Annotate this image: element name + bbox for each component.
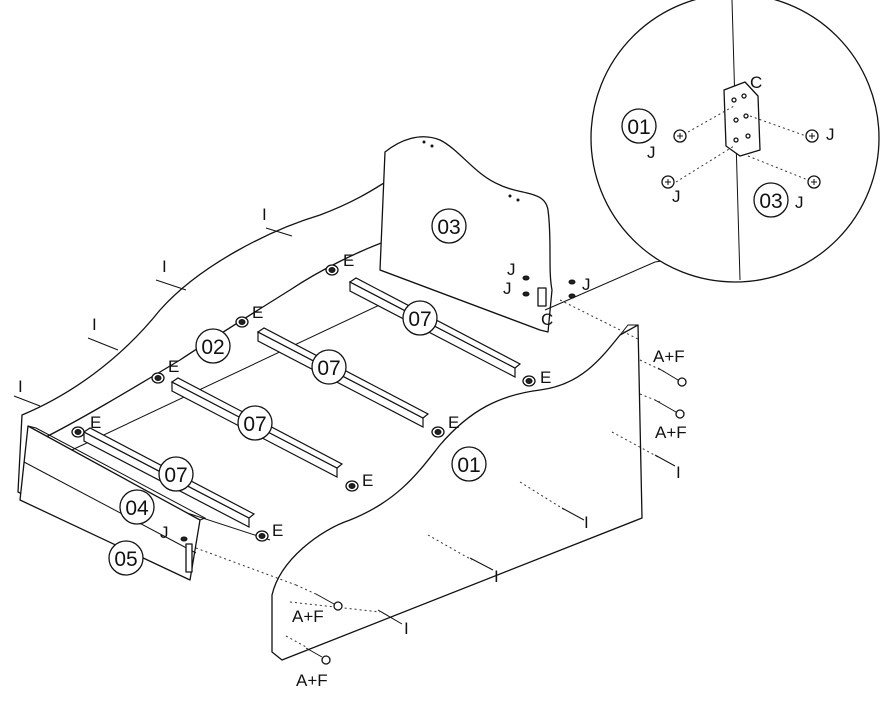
label-01-main: 01 — [451, 446, 487, 482]
svg-text:A+F: A+F — [292, 607, 324, 626]
dowel-markers — [285, 359, 687, 665]
svg-text:A+F: A+F — [296, 671, 328, 690]
svg-text:E: E — [168, 357, 179, 376]
svg-text:01: 01 — [627, 116, 650, 139]
svg-text:04: 04 — [125, 497, 149, 520]
short-screws — [180, 275, 576, 573]
svg-text:07: 07 — [408, 308, 431, 331]
svg-text:07: 07 — [164, 464, 187, 487]
svg-text:J: J — [160, 523, 169, 542]
svg-text:03: 03 — [437, 216, 460, 239]
label-05: 05 — [108, 540, 144, 576]
svg-text:E: E — [362, 471, 373, 490]
svg-text:I: I — [162, 257, 167, 276]
inset-label-03: 03 — [753, 182, 789, 218]
svg-text:I: I — [584, 513, 589, 532]
label-07-2: 07 — [311, 349, 347, 385]
svg-text:E: E — [252, 303, 263, 322]
svg-text:J: J — [582, 275, 591, 294]
svg-text:E: E — [90, 413, 101, 432]
svg-text:03: 03 — [759, 190, 782, 213]
label-04: 04 — [119, 489, 155, 525]
svg-text:I: I — [18, 377, 23, 396]
label-02: 02 — [195, 328, 231, 364]
hardware-labels: C C J J J J J J J J E E E E E E E E I I … — [18, 73, 835, 690]
alignment-line-foot — [195, 547, 297, 586]
detail-inset — [590, 0, 880, 283]
label-07-1: 07 — [402, 300, 438, 336]
svg-text:05: 05 — [114, 548, 137, 571]
svg-text:J: J — [672, 187, 681, 206]
cam-lock-markers — [71, 264, 536, 542]
bolt-markers-far — [13, 227, 293, 407]
svg-text:E: E — [540, 368, 551, 387]
svg-text:I: I — [494, 567, 499, 586]
inset-label-01: 01 — [621, 108, 657, 144]
svg-text:J: J — [795, 193, 804, 212]
svg-text:A+F: A+F — [653, 347, 685, 366]
svg-text:J: J — [826, 125, 835, 144]
svg-text:E: E — [448, 413, 459, 432]
svg-text:I: I — [92, 315, 97, 334]
svg-text:07: 07 — [243, 413, 266, 436]
svg-text:C: C — [750, 73, 762, 92]
svg-text:E: E — [272, 521, 283, 540]
footboard-04-05 — [19, 425, 207, 581]
svg-text:J: J — [507, 260, 516, 279]
label-07-3: 07 — [237, 405, 273, 441]
svg-text:I: I — [262, 205, 267, 224]
label-03-main: 03 — [431, 208, 467, 244]
svg-text:E: E — [343, 251, 354, 270]
svg-text:A+F: A+F — [655, 423, 687, 442]
svg-text:C: C — [541, 310, 553, 329]
alignment-line-head — [559, 299, 641, 341]
svg-text:I: I — [676, 463, 681, 482]
svg-text:J: J — [647, 143, 656, 162]
svg-text:I: I — [404, 619, 409, 638]
svg-text:07: 07 — [317, 357, 340, 380]
svg-text:J: J — [503, 279, 512, 298]
svg-text:02: 02 — [201, 336, 224, 359]
svg-text:01: 01 — [457, 454, 480, 477]
label-07-4: 07 — [158, 456, 194, 492]
headboard-03 — [379, 136, 553, 333]
